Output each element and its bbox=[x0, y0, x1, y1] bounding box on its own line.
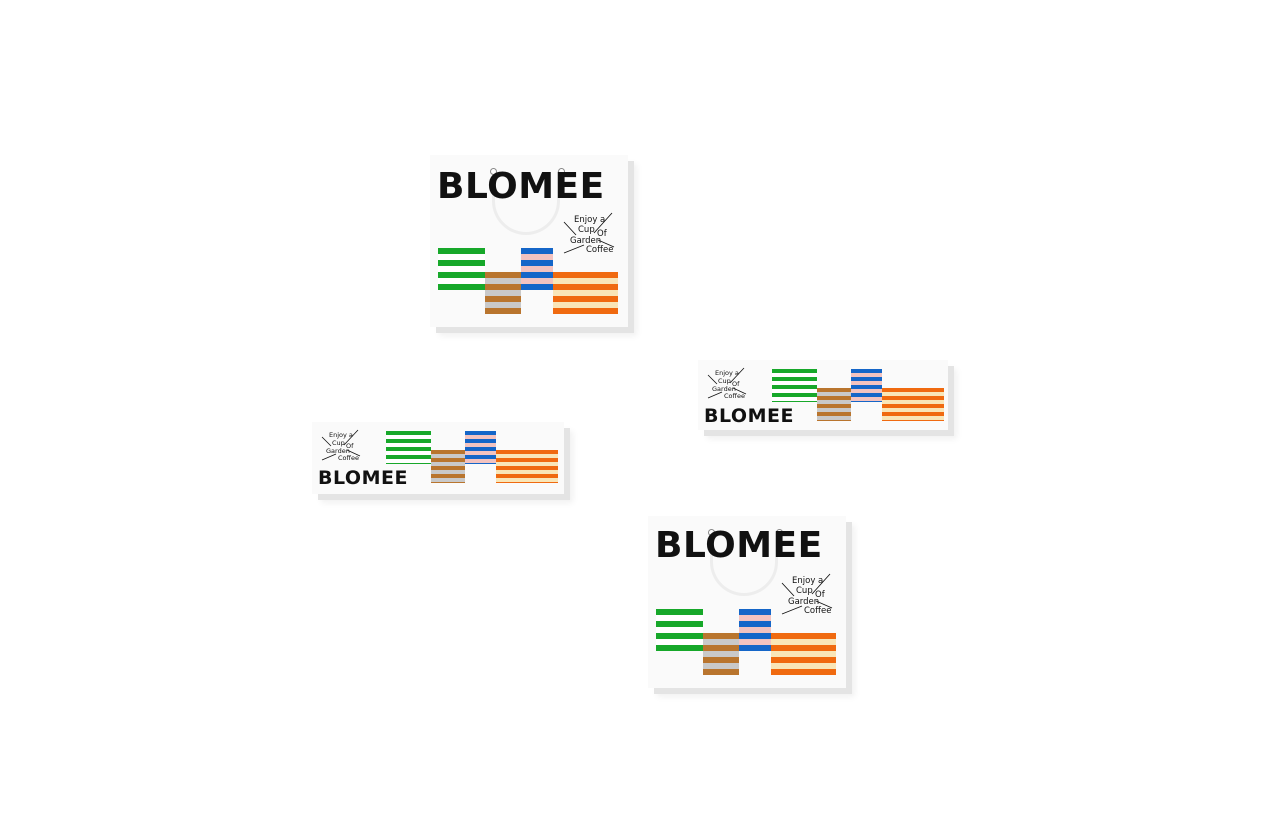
tagline-word: Garden bbox=[712, 385, 736, 393]
coffee-sleeve-left: BLOMEE Enjoy a Cup Of Garden Coffee bbox=[312, 422, 564, 494]
tagline-word: Garden bbox=[326, 447, 350, 455]
brand-logo: BLOMEE bbox=[437, 166, 605, 207]
tagline-word: Enjoy a bbox=[329, 431, 353, 439]
blue-stripe-block bbox=[739, 609, 771, 651]
tagline-word: Coffee bbox=[586, 245, 614, 255]
brown-stripe-block bbox=[703, 633, 739, 675]
tagline-word: Garden bbox=[570, 236, 602, 246]
stripe-graphic bbox=[656, 609, 836, 675]
tagline-rays bbox=[563, 212, 615, 254]
bag-grommet bbox=[558, 168, 565, 175]
bag-grommet bbox=[490, 168, 497, 175]
bag-grommet bbox=[708, 529, 715, 536]
bag-handle bbox=[710, 532, 778, 596]
orange-stripe-block bbox=[553, 272, 618, 314]
shopping-bag-bottom: BLOMEE Enjoy a Cup Of Garden Coffee bbox=[648, 516, 846, 688]
tagline-word: Garden bbox=[788, 597, 820, 607]
blue-stripe-block bbox=[465, 431, 496, 464]
brown-stripe-block bbox=[485, 272, 521, 314]
brown-stripe-block bbox=[431, 450, 465, 483]
bag-grommet bbox=[776, 529, 783, 536]
green-stripe-block bbox=[656, 609, 703, 651]
green-stripe-block bbox=[438, 248, 485, 290]
tagline-word: Cup bbox=[796, 586, 813, 596]
brand-logo: BLOMEE bbox=[318, 467, 408, 489]
green-stripe-block bbox=[386, 431, 431, 464]
tagline-word: Coffee bbox=[724, 392, 745, 400]
tagline-rays bbox=[321, 429, 361, 461]
tagline-word: Coffee bbox=[804, 606, 832, 616]
tagline-word: Of bbox=[597, 229, 607, 239]
tagline-word: Enjoy a bbox=[792, 576, 824, 586]
tagline-word: Cup bbox=[578, 225, 595, 235]
tagline-word: Cup bbox=[718, 377, 731, 385]
tagline-word: Enjoy a bbox=[574, 215, 606, 225]
tagline-rays bbox=[707, 367, 747, 399]
tagline-word: Of bbox=[346, 442, 354, 450]
stripe-graphic bbox=[438, 248, 618, 314]
green-stripe-block bbox=[772, 369, 817, 402]
shopping-bag-top: BLOMEE Enjoy a Cup Of Garden Coffee bbox=[430, 155, 628, 327]
stripe-graphic bbox=[386, 431, 558, 483]
brand-logo: BLOMEE bbox=[655, 525, 823, 566]
blue-stripe-block bbox=[521, 248, 553, 290]
tagline-word: Coffee bbox=[338, 454, 359, 462]
tagline-word: Of bbox=[732, 380, 740, 388]
stripe-graphic bbox=[772, 369, 944, 421]
tagline-rays bbox=[781, 573, 833, 615]
blue-stripe-block bbox=[851, 369, 882, 402]
bag-handle bbox=[492, 171, 560, 235]
orange-stripe-block bbox=[771, 633, 836, 675]
brand-logo: BLOMEE bbox=[704, 405, 794, 427]
orange-stripe-block bbox=[882, 388, 944, 421]
tagline-word: Cup bbox=[332, 439, 345, 447]
orange-stripe-block bbox=[496, 450, 558, 483]
tagline-word: Enjoy a bbox=[715, 369, 739, 377]
brown-stripe-block bbox=[817, 388, 851, 421]
tagline-word: Of bbox=[815, 590, 825, 600]
coffee-sleeve-right: BLOMEE Enjoy a Cup Of Garden Coffee bbox=[698, 360, 948, 430]
